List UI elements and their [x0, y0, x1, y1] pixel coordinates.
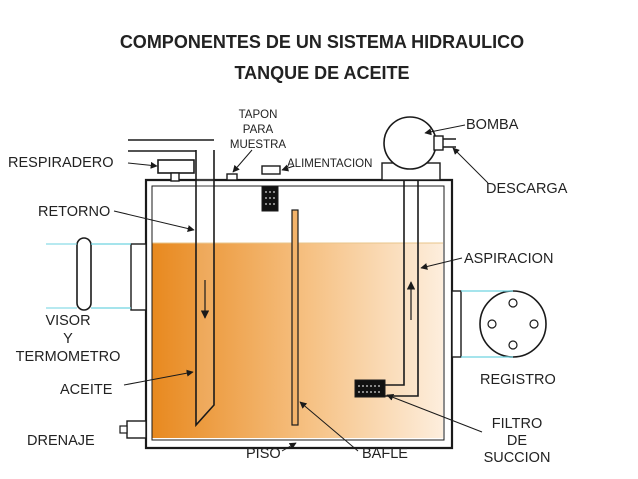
- breather-cap: [157, 159, 195, 174]
- inspection-cover-lines: [461, 290, 513, 358]
- cover-bolt-left: [487, 319, 497, 329]
- label-drenaje: DRENAJE: [27, 433, 95, 449]
- return-pipe-inlet: [128, 139, 214, 152]
- label-retorno: RETORNO: [38, 204, 110, 220]
- label-visor-line1: VISOR: [45, 313, 90, 329]
- label-piso: PISO: [246, 446, 281, 462]
- discharge-pipe: [443, 138, 456, 148]
- sight-glass-body: [130, 243, 147, 311]
- label-respiradero: RESPIRADERO: [8, 155, 114, 171]
- label-visor-line3: TERMOMETRO: [16, 349, 121, 365]
- label-visor-line2: Y: [63, 331, 73, 347]
- tank-inner-wall: [151, 185, 445, 441]
- cover-bolt-top: [508, 298, 518, 308]
- label-bafle: BAFLE: [362, 446, 408, 462]
- label-tapon-line3: MUESTRA: [230, 139, 287, 151]
- drain-plug: [126, 420, 147, 439]
- label-filtro-line2: DE: [507, 433, 527, 449]
- suction-filter-mesh: [358, 385, 382, 393]
- leader-lines: [113, 124, 489, 452]
- drain-plug-tip: [119, 425, 128, 434]
- pump-shaft: [433, 135, 444, 151]
- cover-bolt-right: [529, 319, 539, 329]
- sight-glass-connectors: [91, 243, 131, 309]
- label-bomba: BOMBA: [466, 117, 519, 133]
- label-descarga: DESCARGA: [486, 181, 568, 197]
- fill-strainer-mesh: [265, 191, 275, 205]
- fill-cap: [261, 165, 281, 175]
- sight-glass-lines: [46, 243, 77, 309]
- sample-plug: [226, 173, 238, 181]
- label-aceite: ACEITE: [60, 382, 113, 398]
- tank-body: [144, 178, 454, 450]
- label-registro: REGISTRO: [480, 372, 556, 388]
- diagram-subtitle: TANQUE DE ACEITE: [234, 63, 409, 83]
- label-alimentacion: ALIMENTACION: [287, 158, 372, 170]
- pump-body: [383, 116, 437, 170]
- label-filtro-line3: SUCCION: [484, 450, 551, 466]
- inspection-cover-flange: [451, 290, 462, 358]
- label-tapon-line2: PARA: [243, 124, 274, 136]
- label-tapon-line1: TAPON: [239, 109, 278, 121]
- breather-stem: [170, 172, 180, 182]
- sight-glass-tube: [76, 237, 92, 311]
- cover-bolt-bottom: [508, 340, 518, 350]
- label-aspiracion: ASPIRACION: [464, 251, 553, 267]
- baffle: [291, 209, 299, 426]
- label-filtro-line1: FILTRO: [492, 416, 542, 432]
- diagram-title: COMPONENTES DE UN SISTEMA HIDRAULICO: [120, 32, 524, 52]
- suction-filter: [354, 379, 386, 398]
